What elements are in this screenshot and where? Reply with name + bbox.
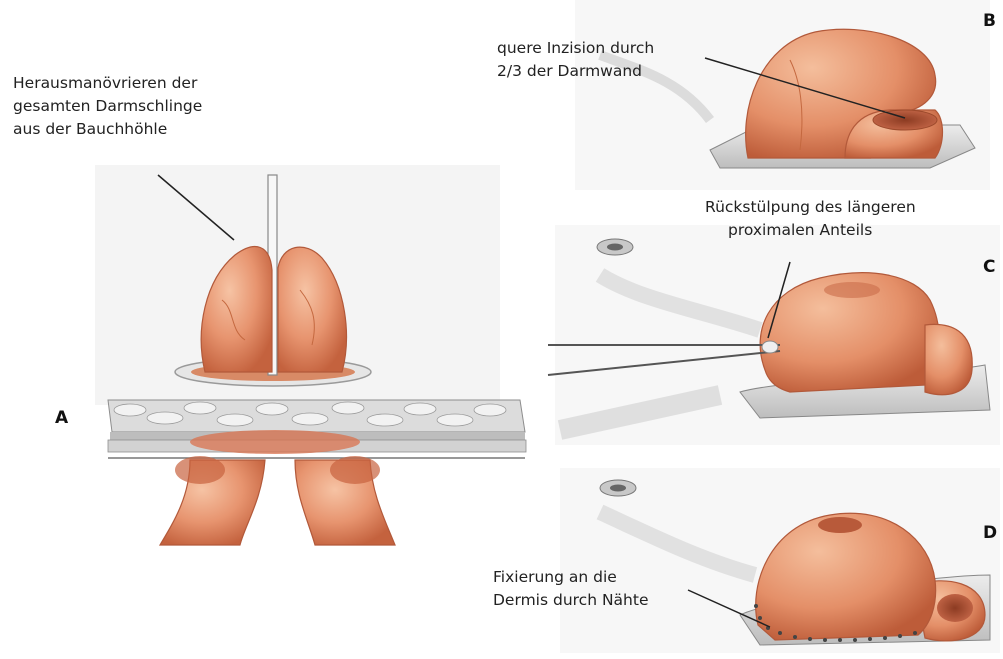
bowel-through-wall [190,430,360,454]
panel-b-illustration [575,0,990,190]
caption-line: quere Inzision durch [497,37,654,60]
incision-opening [873,110,937,130]
caption-line: proximalen Anteils [705,219,916,242]
panel-label-a: A [55,408,68,428]
caption-panel-c: Rückstülpung des längeren proximalen Ant… [705,196,916,242]
panel-label-c: C [983,257,995,277]
panel-label-b: B [983,11,996,31]
caption-line: Rückstülpung des längeren [705,196,916,219]
caption-line: Fixierung an die [493,566,648,589]
stoma-lumen [818,517,862,533]
panel-c-illustration [548,225,1000,445]
panel-a-illustration [95,165,526,545]
caption-panel-b: quere Inzision durch 2/3 der Darmwand [497,37,654,83]
caption-line: aus der Bauchhöhle [13,118,202,141]
panel-d-illustration [560,468,1000,653]
caption-line: Dermis durch Nähte [493,589,648,612]
caption-line: 2/3 der Darmwand [497,60,654,83]
caption-panel-d: Fixierung an die Dermis durch Nähte [493,566,648,612]
caption-line: gesamten Darmschlinge [13,95,202,118]
panel-label-d: D [983,523,997,543]
caption-line: Herausmanövrieren der [13,72,202,95]
caption-panel-a: Herausmanövrieren der gesamten Darmschli… [13,72,202,141]
